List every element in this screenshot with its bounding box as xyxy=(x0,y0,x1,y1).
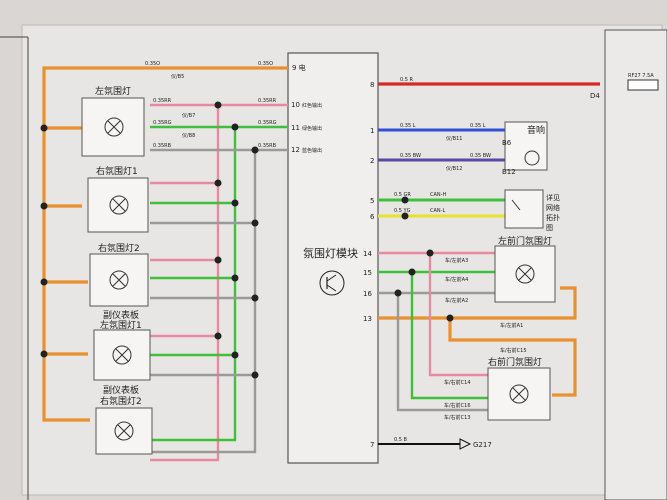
wire-035bw-2: 0.35 BW xyxy=(470,153,491,159)
pin-5: 5 xyxy=(370,197,374,205)
wire-yb8: 仪/B8 xyxy=(182,133,195,139)
can-l-label: CAN-L xyxy=(430,208,445,214)
pin-11-name: 绿色输出 xyxy=(302,125,322,132)
conn-b6: B6 xyxy=(502,139,512,147)
module-transistor-icon xyxy=(319,270,345,296)
pin-12: 12 xyxy=(291,146,300,154)
label-aux-right-2: 右氛围灯2 xyxy=(100,395,142,407)
fuse-connector: D4 xyxy=(590,92,600,100)
label-speaker: 音响 xyxy=(527,124,545,136)
wire-035bw-1: 0.35 BW xyxy=(400,153,421,159)
wire-05b: 0.5 B xyxy=(394,437,408,443)
junction-dots xyxy=(40,101,454,379)
lamp-icons xyxy=(104,117,535,441)
network-box xyxy=(504,189,544,229)
pin-8: 8 xyxy=(370,81,374,89)
wire-035l-2: 0.35 L xyxy=(470,123,486,129)
conn-ground: G217 xyxy=(473,441,492,449)
pin-14: 14 xyxy=(363,250,372,258)
pin-15: 15 xyxy=(363,269,372,277)
wire-yb5: 仪/B5 xyxy=(171,74,184,80)
label-lf-door: 左前门氛围灯 xyxy=(498,235,552,247)
pin-6: 6 xyxy=(370,213,375,221)
door-a2: 车/左前A2 xyxy=(445,297,468,304)
wire-05gr: 0.5 GR xyxy=(394,192,411,198)
module-name: 氛围灯模块 xyxy=(303,247,358,260)
door-c16: 车/右前C16 xyxy=(444,402,471,409)
transistor-collector xyxy=(326,274,337,282)
pin-11: 11 xyxy=(291,124,300,132)
conn-b12: B12 xyxy=(502,168,516,176)
wire-035o-1: 0.35O xyxy=(145,61,160,67)
door-a1: 车/左前A1 xyxy=(500,322,523,329)
module-box xyxy=(287,52,379,464)
wire-yb12: 仪/B12 xyxy=(446,166,462,172)
door-a3: 车/左前A3 xyxy=(445,257,468,264)
pin-7: 7 xyxy=(370,441,374,449)
label-aux-left-1: 副仪表板 xyxy=(103,309,139,321)
wire-yb7: 仪/B7 xyxy=(182,113,195,119)
label-network-3: 拓扑 xyxy=(546,213,560,222)
pin-9: 9 电 xyxy=(292,63,306,72)
label-aux-left-2: 左氛围灯1 xyxy=(100,319,142,331)
network-icon xyxy=(511,199,521,211)
door-c14: 车/右前C14 xyxy=(444,379,471,386)
door-c13: 车/右前C13 xyxy=(444,414,471,421)
wire-035l-1: 0.35 L xyxy=(400,123,416,129)
pin-1: 1 xyxy=(370,127,374,135)
label-network-2: 网络 xyxy=(546,203,560,212)
wire-035rg-1: 0.35RG xyxy=(153,120,172,126)
wire-035rg-2: 0.35RG xyxy=(258,120,277,126)
speaker-icon xyxy=(524,150,540,166)
pin-12-name: 蓝色输出 xyxy=(302,147,322,154)
pin-16: 16 xyxy=(363,290,372,298)
pin-2: 2 xyxy=(370,157,374,165)
label-right-amb2: 右氛围灯2 xyxy=(98,242,140,254)
label-rf-door: 右前门氛围灯 xyxy=(488,356,542,368)
pin-13: 13 xyxy=(363,315,372,323)
wire-05yg: 0.5 YG xyxy=(394,208,411,214)
label-right-amb1: 右氛围灯1 xyxy=(96,165,138,177)
wire-035rr-1: 0.35RR xyxy=(153,98,172,104)
wire-035rb-2: 0.35RB xyxy=(258,143,277,149)
pin-10: 10 xyxy=(291,101,300,109)
conn-b11: 仪/B11 xyxy=(446,136,462,142)
wire-035rr-2: 0.35RR xyxy=(258,98,277,104)
fuse-label: RF27 7.5A xyxy=(628,73,654,79)
label-network-4: 图 xyxy=(546,224,553,232)
wire-035rb-1: 0.35RB xyxy=(153,143,172,149)
label-network-1: 详见 xyxy=(546,193,560,202)
label-left-amb: 左氛围灯 xyxy=(95,85,131,97)
can-h-label: CAN-H xyxy=(430,192,446,198)
ground-arrow-icon xyxy=(459,438,472,450)
label-aux-right-1: 副仪表板 xyxy=(103,384,139,396)
transistor-emitter xyxy=(326,284,337,292)
door-c15: 车/右前C15 xyxy=(500,347,527,354)
wire-035o-2: 0.35O xyxy=(258,61,273,67)
door-a4: 车/左前A4 xyxy=(445,276,468,283)
fuse-box xyxy=(604,29,667,500)
fuse-icon xyxy=(627,79,659,91)
pin-10-name: 红色输出 xyxy=(302,102,322,109)
wire-05r: 0.5 R xyxy=(400,77,414,83)
orange-wires xyxy=(42,66,577,422)
